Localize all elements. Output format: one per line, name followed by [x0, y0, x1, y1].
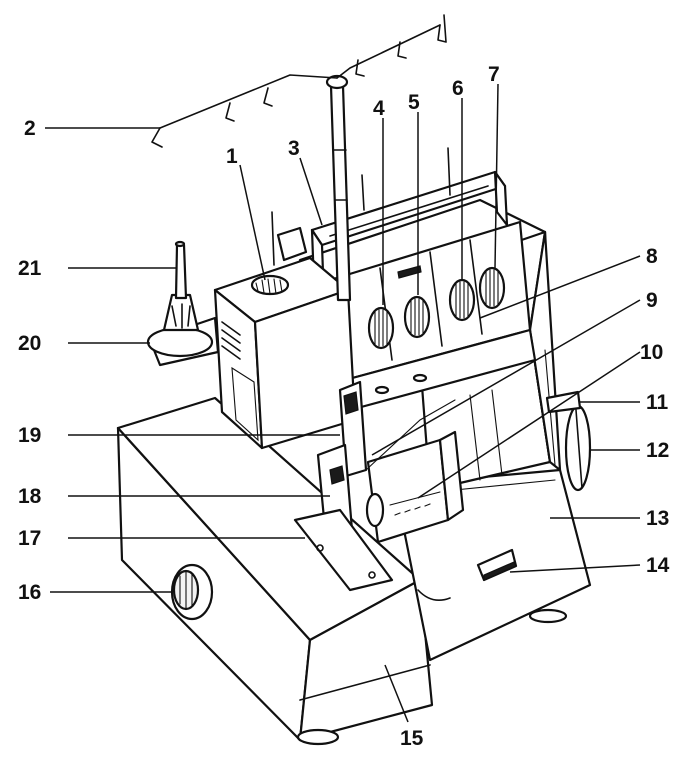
callout-14: 14 [646, 554, 670, 577]
callout-5: 5 [408, 91, 420, 114]
upper-housing [271, 147, 547, 412]
needle-area [293, 380, 465, 592]
stitch-dial-1[interactable] [250, 274, 290, 296]
tension-dial-4[interactable] [367, 306, 395, 350]
callout-7: 7 [488, 63, 500, 86]
callout-8: 8 [646, 245, 658, 268]
callout-16: 16 [18, 581, 42, 604]
callout-3: 3 [288, 137, 300, 160]
left-head [213, 226, 357, 450]
callout-2: 2 [24, 117, 36, 140]
callout-9: 9 [646, 289, 658, 312]
callout-17: 17 [18, 527, 42, 550]
callout-15: 15 [400, 727, 424, 750]
left-spool-holder [146, 240, 220, 367]
callout-12: 12 [646, 439, 670, 462]
tension-dial-6[interactable] [448, 278, 476, 322]
callout-19: 19 [18, 424, 42, 447]
side-knob-16[interactable] [170, 563, 214, 621]
callout-18: 18 [18, 485, 42, 508]
thread-stand [151, 14, 447, 302]
tension-dial-7[interactable] [478, 266, 506, 310]
callout-20: 20 [18, 332, 42, 355]
callout-13: 13 [646, 507, 670, 530]
callout-6: 6 [452, 77, 464, 100]
leader-lines [45, 83, 641, 723]
callout-4: 4 [373, 97, 385, 120]
tension-dial-5[interactable] [403, 295, 431, 339]
callout-1: 1 [226, 145, 238, 168]
callout-10: 10 [640, 341, 664, 364]
callout-21: 21 [18, 257, 42, 280]
callout-11: 11 [646, 391, 669, 414]
